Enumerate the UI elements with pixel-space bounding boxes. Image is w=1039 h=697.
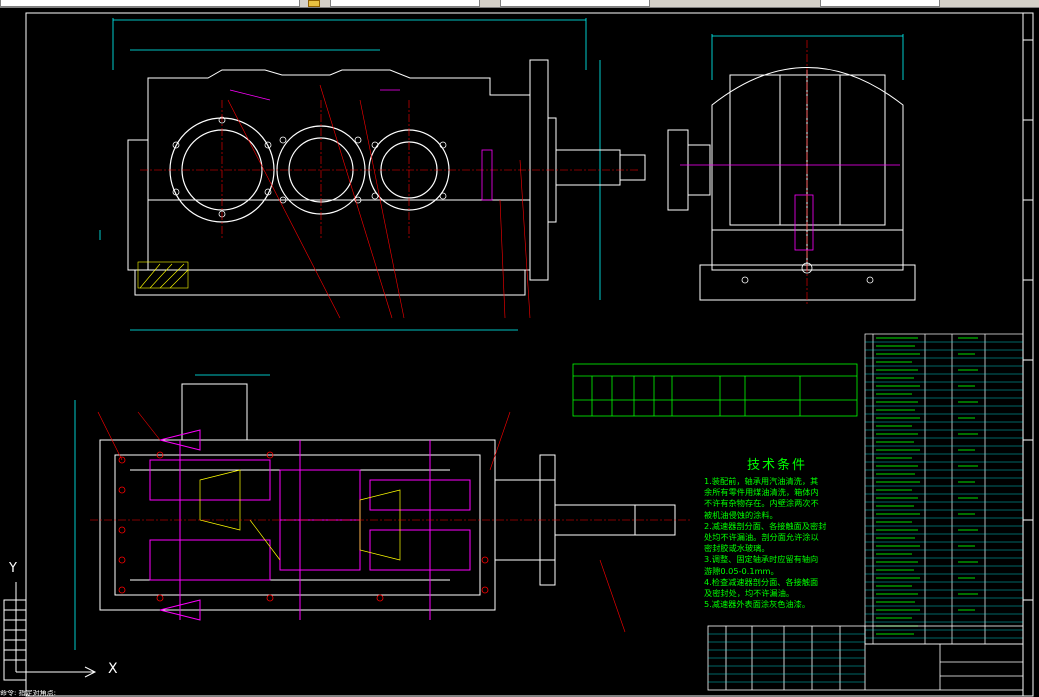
tech-line: 余所有零件用煤油清洗，箱体内 — [704, 487, 819, 498]
tech-line: 密封胶或水玻璃。 — [704, 543, 770, 554]
tech-line: 1.装配前，轴承用汽油清洗，其 — [704, 476, 819, 486]
tech-line: 处均不许漏油。剖分面允许涂以 — [704, 532, 819, 543]
front-view — [99, 18, 646, 331]
frame-ticks — [1023, 39, 1033, 601]
tech-line: 2.减速器剖分面、各接触面及密封 — [704, 520, 827, 531]
tech-line: 不许有杂物存在。内壁涂两次不 — [704, 498, 819, 509]
tech-line: 游隙0.05-0.1mm。 — [704, 565, 779, 576]
tech-line: 3.调整、固定轴承时应留有轴向 — [704, 554, 819, 565]
command-line[interactable]: 命令: 指定对角点: — [0, 690, 56, 697]
toolbar — [0, 0, 1039, 8]
ucs-x-label: X — [108, 661, 118, 677]
side-view — [667, 34, 916, 305]
parts-list-text-strokes — [876, 337, 978, 635]
tech-line: 5.减速器外表面涂灰色油漆。 — [704, 599, 811, 610]
lineweight-combo[interactable] — [820, 0, 940, 7]
title-block-rows — [708, 633, 865, 683]
linetype-combo[interactable] — [500, 0, 650, 7]
layer-combo[interactable] — [0, 0, 300, 7]
section-view — [74, 374, 690, 650]
drawing-canvas[interactable] — [0, 8, 1039, 697]
technical-requirements: 技术条件 1.装配前，轴承用汽油清洗，其 余所有零件用煤油清洗，箱体内 不许有杂… — [704, 454, 840, 610]
tech-title: 技术条件 — [746, 458, 807, 473]
tech-line: 4.检查减速器剖分面、各接触面 — [704, 576, 819, 587]
ucs-icon — [3, 582, 97, 681]
ucs-y-label: Y — [9, 561, 17, 576]
tech-line: 被机油侵蚀的涂料。 — [704, 509, 778, 520]
layer-state-icon[interactable] — [308, 0, 320, 7]
tech-line: 及密封处，均不许漏油。 — [704, 588, 795, 599]
parts-list — [864, 333, 1024, 645]
gear-parameter-table — [572, 363, 858, 417]
parts-list-rows — [865, 341, 1023, 639]
color-combo[interactable] — [330, 0, 480, 7]
